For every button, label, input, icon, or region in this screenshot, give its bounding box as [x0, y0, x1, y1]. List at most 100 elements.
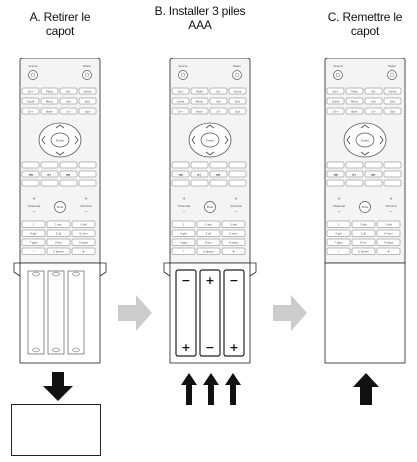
- chevron-down-icon: [360, 151, 370, 156]
- keypad-key: [376, 229, 401, 237]
- step-a-title-line2: capot: [45, 24, 75, 38]
- keypad-key-label: #: [387, 250, 389, 254]
- spring-contact-icon: [31, 347, 41, 353]
- source-button-ring: [335, 72, 341, 78]
- volume-minus: −: [389, 209, 392, 214]
- row3-key: [209, 107, 228, 115]
- keypad-key-label: 4 ghi: [30, 232, 37, 236]
- keypad-key: [21, 238, 46, 246]
- arrow-down-icon: [43, 372, 73, 401]
- media-row1-key: [383, 161, 402, 169]
- source-button: [28, 70, 38, 80]
- row2-key-label: Guide: [27, 99, 35, 103]
- polarity-bottom: +: [229, 341, 238, 354]
- spring-contact-icon: [71, 347, 81, 353]
- media-row1-key: [59, 161, 78, 169]
- row2-key: [190, 97, 209, 105]
- media-row1-key: [21, 161, 40, 169]
- volume-plus: +: [234, 196, 237, 201]
- cover-clip-left: [163, 262, 171, 277]
- arrow-up-icon: [353, 373, 379, 405]
- media-row1-key: [345, 161, 364, 169]
- row3-key-label: Ch+: [333, 109, 339, 113]
- mute-label: Mute: [207, 205, 214, 209]
- row3-key-label: Ch+: [178, 109, 184, 113]
- keypad-key: [71, 229, 96, 237]
- media-row2-key: [190, 170, 209, 178]
- row1-key: [345, 87, 364, 95]
- row2-key-label: Info: [66, 99, 71, 103]
- arrow-right-1-icon: [118, 295, 152, 331]
- chevron-left-icon: [346, 135, 351, 145]
- row1-key: [383, 87, 402, 95]
- row1-key: [326, 87, 345, 95]
- chevron-up-icon: [55, 124, 65, 129]
- arrow-up-icon: [203, 373, 219, 405]
- polarity-top: −: [181, 274, 190, 287]
- volume-plus: +: [389, 196, 392, 201]
- keypad-key: [376, 247, 401, 255]
- row3-key: [326, 107, 345, 115]
- keypad-key: [351, 238, 376, 246]
- keypad-key: [21, 220, 46, 228]
- row2-key-label: Menu: [46, 99, 53, 103]
- power-label: Power: [388, 64, 397, 68]
- channel-plus: +: [337, 196, 340, 201]
- keypad-key: [171, 220, 196, 228]
- media-row1-key: [40, 161, 59, 169]
- source-label: Source: [29, 64, 38, 68]
- keypad-key-label: *: [183, 250, 185, 254]
- row1-key-label: Vol-: [66, 89, 71, 93]
- row3-key: [345, 107, 364, 115]
- keypad-key-label: 4 ghi: [180, 232, 187, 236]
- enter-button: [50, 132, 70, 148]
- keypad-key: [326, 238, 351, 246]
- row2-key-label: Menu: [196, 99, 203, 103]
- row3-key-label: Ch-: [371, 109, 375, 113]
- keypad-key-label: #: [82, 250, 84, 254]
- power-button: [387, 70, 397, 80]
- chevron-left-icon: [41, 135, 46, 145]
- row1-key: [171, 87, 190, 95]
- spring-contact-icon: [71, 271, 81, 277]
- chevron-down-icon: [205, 151, 215, 156]
- keypad-key: [71, 220, 96, 228]
- row1-key-label: Mute: [196, 89, 203, 93]
- row2-key-label: Exit: [235, 99, 240, 103]
- row3-key: [190, 107, 209, 115]
- keypad-key-label: 0 Space: [358, 250, 369, 254]
- polarity-top: +: [205, 274, 214, 287]
- media-row2-key: [228, 170, 247, 178]
- row3-key: [40, 107, 59, 115]
- row3-key: [228, 107, 247, 115]
- media-row3-key: [59, 179, 78, 187]
- arrow-up-icon: [225, 373, 241, 405]
- arrow-up-icon: [181, 373, 197, 405]
- keypad-key: [221, 220, 246, 228]
- keypad-key: [196, 229, 221, 237]
- row1-key: [78, 87, 97, 95]
- row3-key: [364, 107, 383, 115]
- keypad-key: [221, 247, 246, 255]
- row1-key: [209, 87, 228, 95]
- media-row1-key: [171, 161, 190, 169]
- row1-key-label: Vol+: [332, 89, 338, 93]
- mute-label: Mute: [362, 205, 369, 209]
- media-row2-key: [59, 170, 78, 178]
- keypad-key-label: 7 pqrs: [334, 241, 343, 245]
- media-row2-key: [21, 170, 40, 178]
- media-row3-key: [40, 179, 59, 187]
- keypad-key-label: 4 ghi: [335, 232, 342, 236]
- chevron-right-icon: [74, 135, 79, 145]
- row3-key: [171, 107, 190, 115]
- polarity-bottom: +: [181, 341, 190, 354]
- mute-label: Mute: [57, 205, 64, 209]
- row1-key-label: Home: [84, 89, 92, 93]
- keypad-key-label: 3 def: [230, 223, 237, 227]
- keypad-key-label: 0 Space: [53, 250, 64, 254]
- enter-label: Enter: [56, 138, 65, 142]
- media-row2-key-label: ▶||: [198, 172, 202, 176]
- media-row1-key: [190, 161, 209, 169]
- enter-button: [200, 132, 220, 148]
